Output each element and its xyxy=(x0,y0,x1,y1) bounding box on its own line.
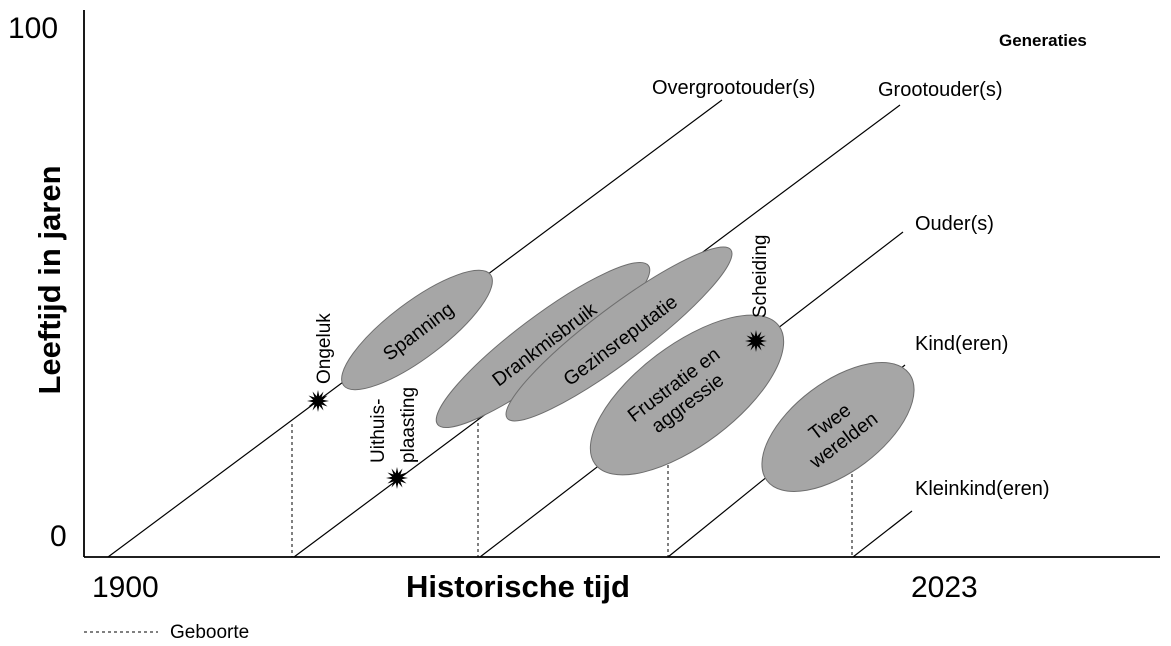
event-label-uithuis-2: plaasting xyxy=(398,387,419,463)
burst-star-icon xyxy=(307,390,329,412)
x-axis-title: Historische tijd xyxy=(406,569,630,604)
y-axis-min-label: 0 xyxy=(50,520,67,553)
event-label-scheiding: Scheiding xyxy=(750,235,771,318)
theme-ellipse-spanning xyxy=(341,269,493,391)
theme-ellipse-frustratie xyxy=(589,314,785,476)
y-axis-max-label: 100 xyxy=(8,12,58,45)
lifeline-kleinkind xyxy=(852,510,913,558)
generation-label-kind: Kind(eren) xyxy=(915,333,1008,355)
x-axis-start-label: 1900 xyxy=(92,571,159,604)
event-label-uithuis-1: Uithuis- xyxy=(368,399,389,463)
burst-star-icon xyxy=(386,467,408,489)
generation-label-grootouder: Grootouder(s) xyxy=(878,79,1003,101)
legend-birth-label: Geboorte xyxy=(170,622,249,641)
theme-ellipse-twee-werelden xyxy=(761,361,915,493)
generation-label-ouder: Ouder(s) xyxy=(915,213,994,235)
generation-label-kleinkind: Kleinkind(eren) xyxy=(915,478,1050,500)
event-label-ongeluk: Ongeluk xyxy=(314,313,335,384)
generation-label-overgrootouder: Overgrootouder(s) xyxy=(652,77,815,99)
burst-star-icon xyxy=(745,330,767,352)
y-axis-title: Leeftijd in jaren xyxy=(32,165,67,394)
x-axis-end-label: 2023 xyxy=(911,571,978,604)
theme-ellipse-gezinsreputatie xyxy=(505,246,733,422)
legend-title: Generaties xyxy=(999,31,1087,50)
